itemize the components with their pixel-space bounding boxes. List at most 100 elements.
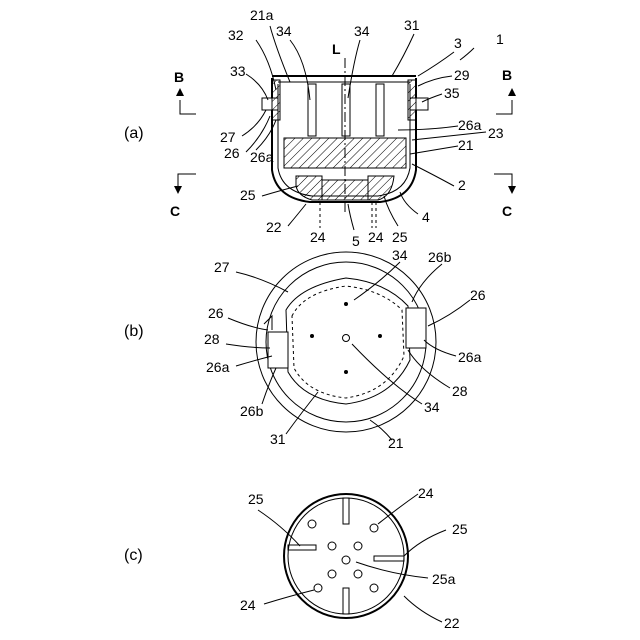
section-label-b-right: B — [502, 67, 512, 83]
section-label-c-left: C — [170, 203, 180, 219]
ref-a-26a-left: 26a — [250, 149, 274, 165]
ref-a-25-left: 25 — [240, 187, 256, 203]
section-c-left-arrow — [174, 186, 182, 194]
ref-a-22: 22 — [266, 219, 282, 235]
ref-c-25-right: 25 — [452, 521, 468, 537]
hatched-block-21 — [284, 138, 406, 168]
pin-hole-left — [310, 334, 314, 338]
rib-right — [374, 556, 404, 561]
hole-24-8 — [314, 584, 322, 592]
ref-b-28-left: 28 — [204, 331, 220, 347]
leader-3 — [418, 52, 454, 76]
ref-a-26a-right: 26a — [458, 117, 482, 133]
ref-a-25-right: 25 — [392, 229, 408, 245]
section-c-left-mark — [178, 174, 196, 186]
ref-b-26a-right: 26a — [458, 349, 482, 365]
leader-c-25-left — [258, 510, 300, 546]
pin-hole-bottom — [344, 370, 348, 374]
rib-top — [343, 498, 349, 524]
leader-31 — [392, 34, 414, 76]
ref-a-5: 5 — [352, 233, 360, 249]
leader-21 — [410, 146, 458, 154]
pin-hole-right — [378, 334, 382, 338]
leader-b-26a-left — [236, 356, 272, 366]
left-seal-hatch — [272, 80, 280, 120]
leader-b-28-left — [226, 344, 270, 348]
leader-26a-right — [398, 126, 458, 130]
leader-b-26a-right — [424, 340, 456, 356]
section-c-right-mark — [494, 174, 512, 186]
ref-b-26-left: 26 — [208, 305, 224, 321]
rib-left — [288, 545, 316, 550]
leader-5 — [348, 204, 354, 230]
ref-a-24-left: 24 — [310, 229, 326, 245]
view-a-reference-labels: 1 3 21a 32 34 34 31 29 33 35 27 26 26a 2… — [220, 7, 504, 249]
leader-c-22 — [404, 596, 442, 622]
ref-b-26-right: 26 — [470, 287, 486, 303]
bottom-hatch-center — [322, 180, 368, 200]
ref-b-26b-bottom: 26b — [240, 403, 264, 419]
ref-b-26a-left: 26a — [206, 359, 230, 375]
ref-a-35: 35 — [444, 85, 460, 101]
rib-bottom — [343, 588, 349, 614]
leader-c-24-bottom — [264, 590, 314, 604]
ref-a-24-right: 24 — [368, 229, 384, 245]
leader-c-24-top — [378, 494, 418, 524]
ref-b-27: 27 — [214, 259, 230, 275]
bottom-hatch-left — [296, 176, 322, 200]
ref-a-29: 29 — [454, 67, 470, 83]
ref-a-21a: 21a — [250, 7, 274, 23]
leader-34-left — [290, 40, 310, 100]
hole-24-4 — [354, 542, 362, 550]
section-b-left-mark — [180, 100, 196, 114]
ref-b-28-right: 28 — [452, 383, 468, 399]
ref-c-25a: 25a — [432, 571, 456, 587]
hole-24-9 — [370, 584, 378, 592]
ref-a-3: 3 — [454, 35, 462, 51]
ref-a-32: 32 — [228, 27, 244, 43]
section-label-b-left: B — [174, 69, 184, 85]
ref-b-34-bottom: 34 — [424, 399, 440, 415]
section-b-right-mark — [496, 100, 512, 114]
inner-lid-dashed — [292, 286, 404, 398]
tab-26-right — [406, 308, 426, 348]
ref-b-26b-top: 26b — [428, 249, 452, 265]
hole-24-2 — [370, 524, 378, 532]
leader-b-34-bottom — [352, 344, 422, 404]
leader-22 — [288, 204, 306, 226]
ref-a-27: 27 — [220, 129, 236, 145]
ref-a-4: 4 — [422, 209, 430, 225]
ref-c-22: 22 — [444, 615, 460, 631]
hole-24-3 — [328, 542, 336, 550]
ref-a-26: 26 — [224, 145, 240, 161]
ref-a-1: 1 — [496, 31, 504, 47]
figure-labels: (a) (b) (c) — [124, 125, 144, 564]
tab-26-left — [268, 332, 288, 368]
ref-c-24-bottom: 24 — [240, 597, 256, 613]
ref-a-34-left: 34 — [276, 23, 292, 39]
section-b-left-arrow — [176, 88, 184, 96]
leader-b-28-right — [408, 350, 450, 388]
hole-24-7 — [354, 570, 362, 578]
pin-hole-top — [344, 302, 348, 306]
hole-24-6 — [328, 570, 336, 578]
leader-26 — [246, 116, 270, 152]
leader-b-26b-bottom — [262, 368, 276, 404]
leader-2 — [412, 164, 454, 186]
hole-24-5 — [342, 556, 350, 564]
ref-b-21: 21 — [388, 435, 404, 451]
right-seal-hatch — [408, 80, 416, 120]
figure-label-c: (c) — [124, 547, 143, 564]
pin-34-c — [376, 84, 384, 136]
view-c-bottom — [258, 494, 446, 622]
leader-23 — [412, 132, 486, 140]
section-c-right-arrow — [508, 186, 516, 194]
leader-34-right — [348, 40, 360, 98]
bottom-hatch-right — [368, 176, 394, 200]
leader-33 — [246, 74, 268, 100]
ref-a-2: 2 — [458, 177, 466, 193]
hole-24-1 — [308, 520, 316, 528]
ref-b-31: 31 — [270, 431, 286, 447]
